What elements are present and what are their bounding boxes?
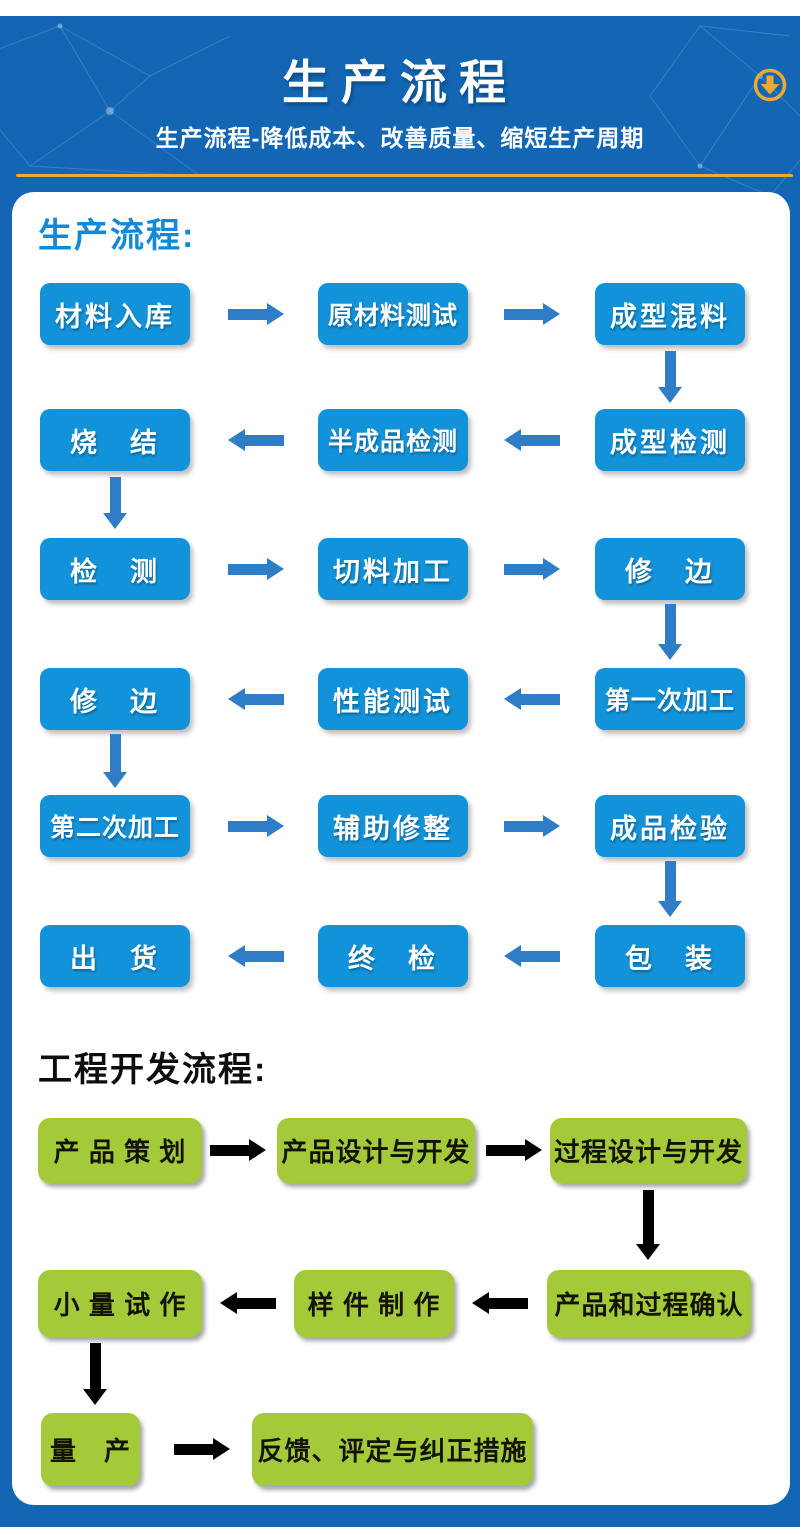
top-white-strip	[0, 0, 800, 16]
page-subtitle: 生产流程-降低成本、改善质量、缩短生产周期	[155, 125, 645, 151]
eng-arrow-down-icon	[83, 1343, 107, 1405]
flow-step: 原材料测试	[318, 283, 468, 345]
eng-step: 产品设计与开发	[277, 1118, 475, 1183]
flow-step: 材料入库	[40, 283, 190, 345]
flow-arrow-right-icon	[504, 815, 560, 837]
eng-step: 过程设计与开发	[550, 1118, 747, 1183]
flow-step: 第一次加工	[595, 668, 745, 730]
page-title: 生产流程	[282, 56, 518, 109]
flow-step: 切料加工	[318, 538, 468, 600]
flow-step: 辅助修整	[318, 795, 468, 857]
flow-step: 半成品检测	[318, 409, 468, 471]
eng-arrow-right-icon	[210, 1139, 266, 1161]
eng-step: 样 件 制 作	[294, 1270, 454, 1337]
flow-step: 成型混料	[595, 283, 745, 345]
eng-step: 小 量 试 作	[38, 1270, 202, 1337]
flow-step: 出 货	[40, 925, 190, 987]
eng-step: 反馈、评定与纠正措施	[252, 1413, 533, 1486]
eng-step: 量 产	[41, 1413, 140, 1486]
download-icon[interactable]	[752, 67, 788, 103]
flow-arrow-right-icon	[228, 815, 284, 837]
eng-arrow-right-icon	[174, 1438, 230, 1460]
flow-step: 修 边	[40, 668, 190, 730]
flow-arrow-right-icon	[228, 558, 284, 580]
gold-divider	[16, 174, 793, 177]
flow-step: 包 装	[595, 925, 745, 987]
flow-step: 成型检测	[595, 409, 745, 471]
flow-arrow-right-icon	[504, 303, 560, 325]
flow-step: 终 检	[318, 925, 468, 987]
flow-arrow-down-icon	[658, 861, 682, 917]
flow-arrow-down-icon	[658, 604, 682, 660]
flow-arrow-right-icon	[228, 303, 284, 325]
eng-step: 产品和过程确认	[547, 1270, 751, 1337]
flow-arrow-left-icon	[228, 429, 284, 451]
flow-arrow-left-icon	[504, 429, 560, 451]
flow-step: 性能测试	[318, 668, 468, 730]
eng-arrow-left-icon	[472, 1292, 528, 1314]
eng-arrow-right-icon	[486, 1139, 542, 1161]
flow-step: 成品检验	[595, 795, 745, 857]
flow-step: 修 边	[595, 538, 745, 600]
flow-arrow-left-icon	[228, 688, 284, 710]
flow-arrow-down-icon	[658, 351, 682, 403]
flow-arrow-left-icon	[504, 688, 560, 710]
eng-arrow-down-icon	[636, 1190, 660, 1260]
page-header: 生产流程 生产流程-降低成本、改善质量、缩短生产周期	[0, 16, 800, 192]
flow-step: 检 测	[40, 538, 190, 600]
engineering-flow-heading: 工程开发流程:	[38, 1051, 268, 1089]
flow-arrow-left-icon	[228, 945, 284, 967]
flow-step: 第二次加工	[40, 795, 190, 857]
flow-arrow-down-icon	[103, 734, 127, 788]
flow-arrow-left-icon	[504, 945, 560, 967]
production-flow-heading: 生产流程:	[38, 217, 196, 255]
eng-arrow-left-icon	[220, 1292, 276, 1314]
content-card: 生产流程: 材料入库 原材料测试 成型混料 烧 结 半成品检测 成型检测 检 测…	[12, 192, 790, 1505]
flow-step: 烧 结	[40, 409, 190, 471]
flow-arrow-down-icon	[103, 477, 127, 529]
flow-arrow-right-icon	[504, 558, 560, 580]
eng-step: 产 品 策 划	[38, 1118, 202, 1183]
